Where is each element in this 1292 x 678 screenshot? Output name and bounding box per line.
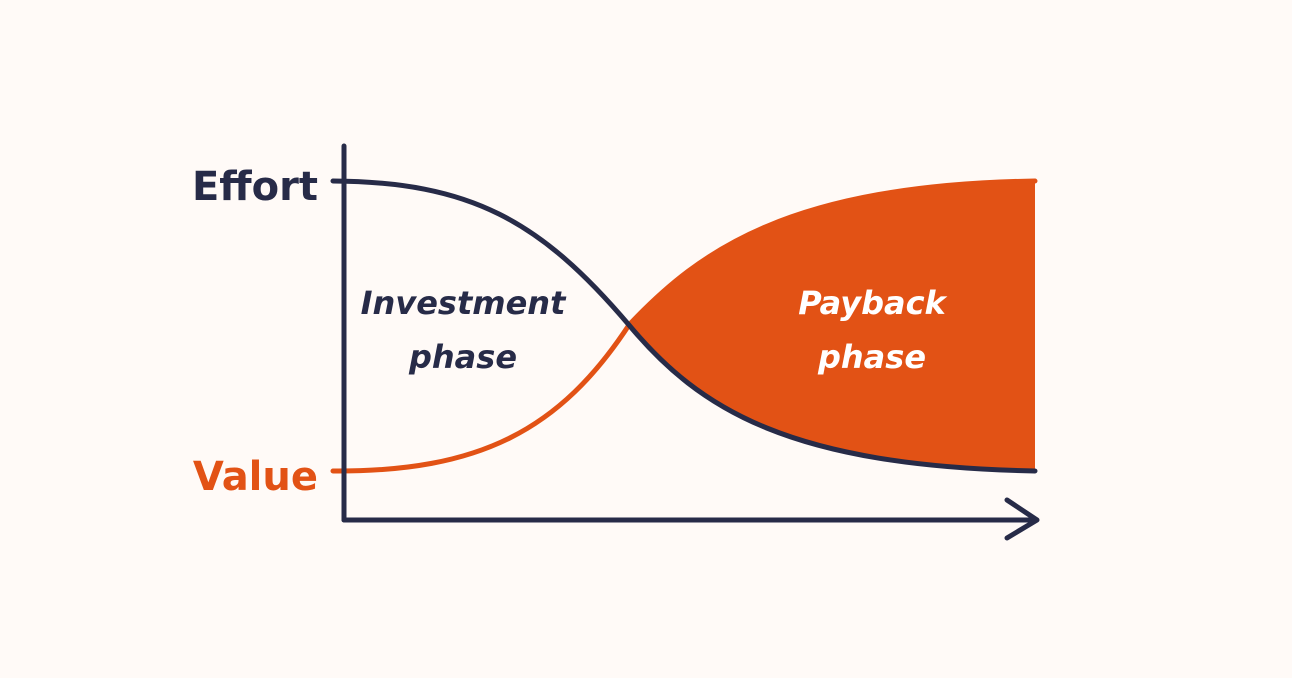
investment-phase-label-line2: phase — [408, 338, 517, 376]
value-curve-payback — [626, 178, 1038, 328]
value-curve — [330, 322, 632, 474]
payback-area — [629, 181, 1035, 471]
x-axis-arrowhead — [1004, 497, 1040, 541]
value-label: Value — [193, 454, 318, 500]
payback-phase-label-line1: Payback — [798, 284, 947, 322]
effort-curve — [330, 178, 1038, 474]
investment-phase-label-line1: Investment — [361, 284, 567, 322]
effort-label: Effort — [192, 164, 318, 210]
payback-phase-label-line2: phase — [817, 338, 926, 376]
